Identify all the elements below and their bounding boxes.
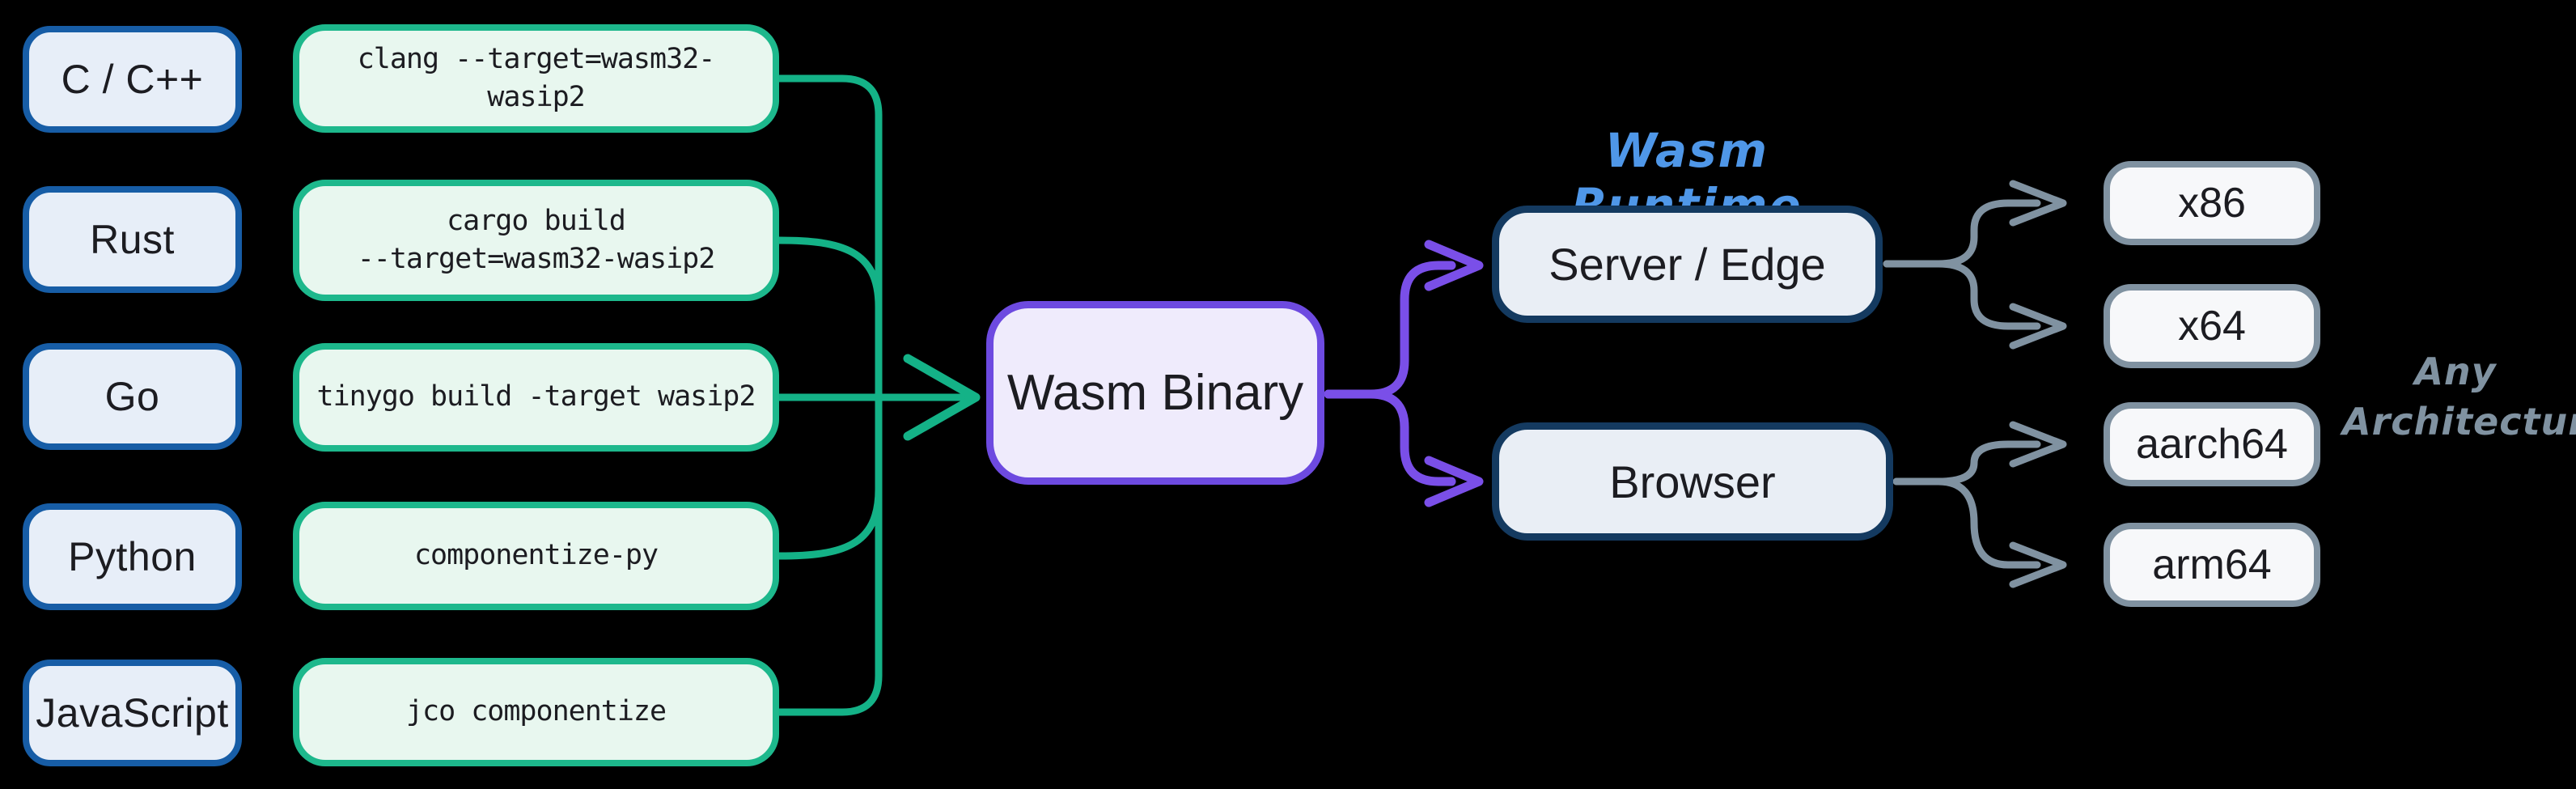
arch-node-x86: x86 xyxy=(2104,161,2320,245)
gray-connector-arm64 xyxy=(1892,477,2041,569)
gray-arrowhead-arm64 xyxy=(2009,541,2067,588)
gray-connector-x86 xyxy=(1883,199,2041,268)
language-node-c-cpp: C / C++ xyxy=(23,26,242,133)
server-edge-node: Server / Edge xyxy=(1492,206,1883,323)
green-connector-componentize xyxy=(775,486,883,560)
green-arrowhead-binary xyxy=(903,354,981,441)
gray-arrowhead-aarch64 xyxy=(2009,421,2067,468)
command-node-jco: jco componentize xyxy=(293,658,779,766)
language-node-go: Go xyxy=(23,343,242,450)
purple-connector-browser xyxy=(1324,389,1456,486)
green-connector-cargo xyxy=(775,236,883,311)
language-node-javascript: JavaScript xyxy=(23,660,242,766)
command-node-clang: clang --target=wasm32-wasip2 xyxy=(293,24,779,133)
language-node-python: Python xyxy=(23,503,242,610)
gray-connector-x64 xyxy=(1883,260,2041,330)
any-architecture-label: Any Architecture xyxy=(2342,350,2576,444)
arch-node-aarch64: aarch64 xyxy=(2104,402,2320,486)
gray-arrowhead-x64 xyxy=(2009,303,2067,350)
arch-node-arm64: arm64 xyxy=(2104,523,2320,607)
command-node-tinygo: tinygo build -target wasip2 xyxy=(293,343,779,452)
wasm-binary-node: Wasm Binary xyxy=(986,301,1324,485)
gray-arrowhead-x86 xyxy=(2009,180,2067,227)
command-node-componentize-py: componentize-py xyxy=(293,502,779,610)
arch-node-x64: x64 xyxy=(2104,284,2320,368)
browser-node: Browser xyxy=(1492,422,1893,541)
purple-arrowhead-browser xyxy=(1424,456,1484,507)
purple-arrowhead-server xyxy=(1424,240,1484,291)
language-node-rust: Rust xyxy=(23,186,242,293)
command-node-cargo: cargo build --target=wasm32-wasip2 xyxy=(293,180,779,301)
